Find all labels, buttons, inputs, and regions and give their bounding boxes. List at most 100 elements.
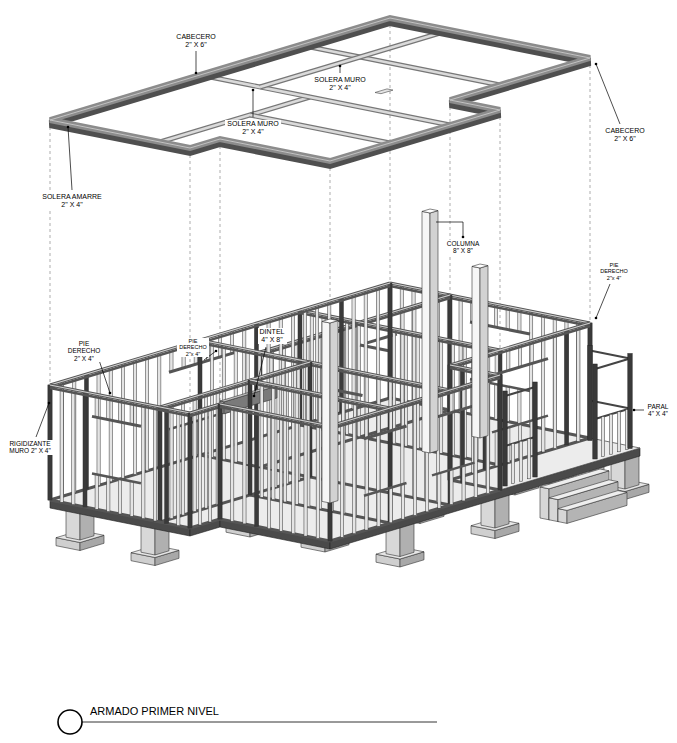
wall-frame: [188, 404, 222, 528]
wall-stud: [401, 380, 404, 495]
stiffener-stud: [218, 404, 222, 519]
callout-label: DINTEL 4" X 8": [258, 328, 287, 344]
top-plate: [220, 404, 330, 426]
top-plate: [450, 326, 590, 368]
leader-line: [196, 51, 197, 73]
wall-plate: [200, 75, 450, 125]
wall-stud: [133, 360, 136, 475]
leader-tip: [253, 395, 256, 398]
stiffener-stud: [448, 365, 452, 480]
callout-label: PIE DERECHO 2"x 4": [598, 262, 630, 281]
leader-tip: [339, 65, 342, 68]
wall-stud: [609, 414, 612, 454]
floor-deck: [50, 398, 640, 541]
title-underline: [82, 722, 437, 723]
porch-post: [503, 391, 507, 486]
porch-rail: [505, 387, 535, 396]
leader-line: [436, 222, 463, 237]
porch-post: [628, 354, 632, 449]
wall-stud: [365, 495, 368, 530]
walls: [48, 283, 592, 541]
entry-step: [540, 487, 549, 520]
stiffener-stud: [218, 404, 222, 519]
wall-stud: [198, 410, 201, 525]
wall-stud: [404, 331, 407, 446]
wall-stud: [304, 421, 307, 536]
column-post: [472, 266, 480, 438]
window-header: [364, 426, 407, 439]
wall-stud: [130, 481, 133, 516]
wall-stud: [107, 477, 110, 512]
entry-step: [558, 491, 627, 511]
column-post: [422, 209, 438, 213]
stiffener-stud: [255, 411, 259, 526]
leader-lines: [36, 51, 644, 437]
wall-stud: [617, 412, 620, 452]
top-plate: [450, 323, 590, 365]
wall-stud: [494, 384, 497, 419]
leader-line: [253, 90, 254, 117]
header-beam: [50, 18, 590, 161]
wall-stud: [60, 387, 63, 502]
column-post: [322, 319, 338, 323]
drawing-title: ARMADO PRIMER NIVEL: [90, 705, 219, 717]
stiffener-stud: [388, 408, 392, 523]
column-post: [322, 321, 330, 503]
top-plate: [50, 385, 190, 413]
top-plate: [220, 407, 330, 429]
wall-plate: [160, 97, 310, 142]
header-beam: [50, 18, 590, 161]
wall-stud: [541, 314, 544, 429]
top-plate: [50, 286, 390, 388]
leader-tip: [595, 63, 598, 66]
top-plate: [190, 404, 220, 413]
alignment-dash: [190, 156, 191, 410]
porch-post: [588, 346, 592, 441]
wall-stud: [243, 409, 246, 524]
wall-stud: [345, 319, 348, 434]
top-plate: [250, 383, 390, 411]
title-marker: [58, 710, 82, 734]
wall-stud: [577, 327, 580, 442]
stiffener-stud: [83, 392, 87, 507]
stiffener-stud: [158, 407, 162, 522]
callout-label: CABECERO 2" X 6": [174, 33, 218, 49]
porch-post: [533, 382, 537, 477]
wall-stud: [530, 311, 533, 426]
wall-stud: [95, 474, 98, 509]
leader-tip: [633, 409, 636, 412]
stiffener-stud: [339, 298, 343, 413]
wall-stud: [601, 417, 604, 457]
leader-tip: [462, 236, 465, 239]
wall-stud: [177, 411, 180, 526]
wall-stud: [118, 479, 121, 514]
leader-tip: [252, 89, 255, 92]
window-sill: [92, 473, 141, 483]
top-plate: [250, 380, 390, 408]
leader-line: [68, 127, 72, 190]
window-header: [432, 406, 475, 419]
wall-stud: [393, 329, 396, 444]
wall-stud: [292, 419, 295, 534]
callout-label: COLUMNA 8" X 8": [445, 240, 482, 255]
wall-stud: [462, 466, 465, 501]
leader-line: [634, 410, 644, 411]
leader-line: [596, 64, 620, 124]
wall-stud: [341, 422, 344, 537]
callout-label: CABECERO 2" X 6": [603, 127, 647, 143]
leader-line: [99, 360, 110, 393]
wall-stud: [553, 334, 556, 449]
callout-label: PIE DERECHO 2"x 4": [177, 338, 209, 357]
wall-stud: [450, 470, 453, 505]
leader-tip: [215, 350, 218, 353]
wall-stud: [153, 406, 156, 521]
wall-plate: [200, 75, 450, 125]
bottom-plate: [220, 519, 330, 541]
leader-line: [36, 403, 49, 437]
wall-stud: [316, 424, 319, 539]
column-post: [330, 321, 338, 503]
wall-stud: [352, 294, 355, 409]
